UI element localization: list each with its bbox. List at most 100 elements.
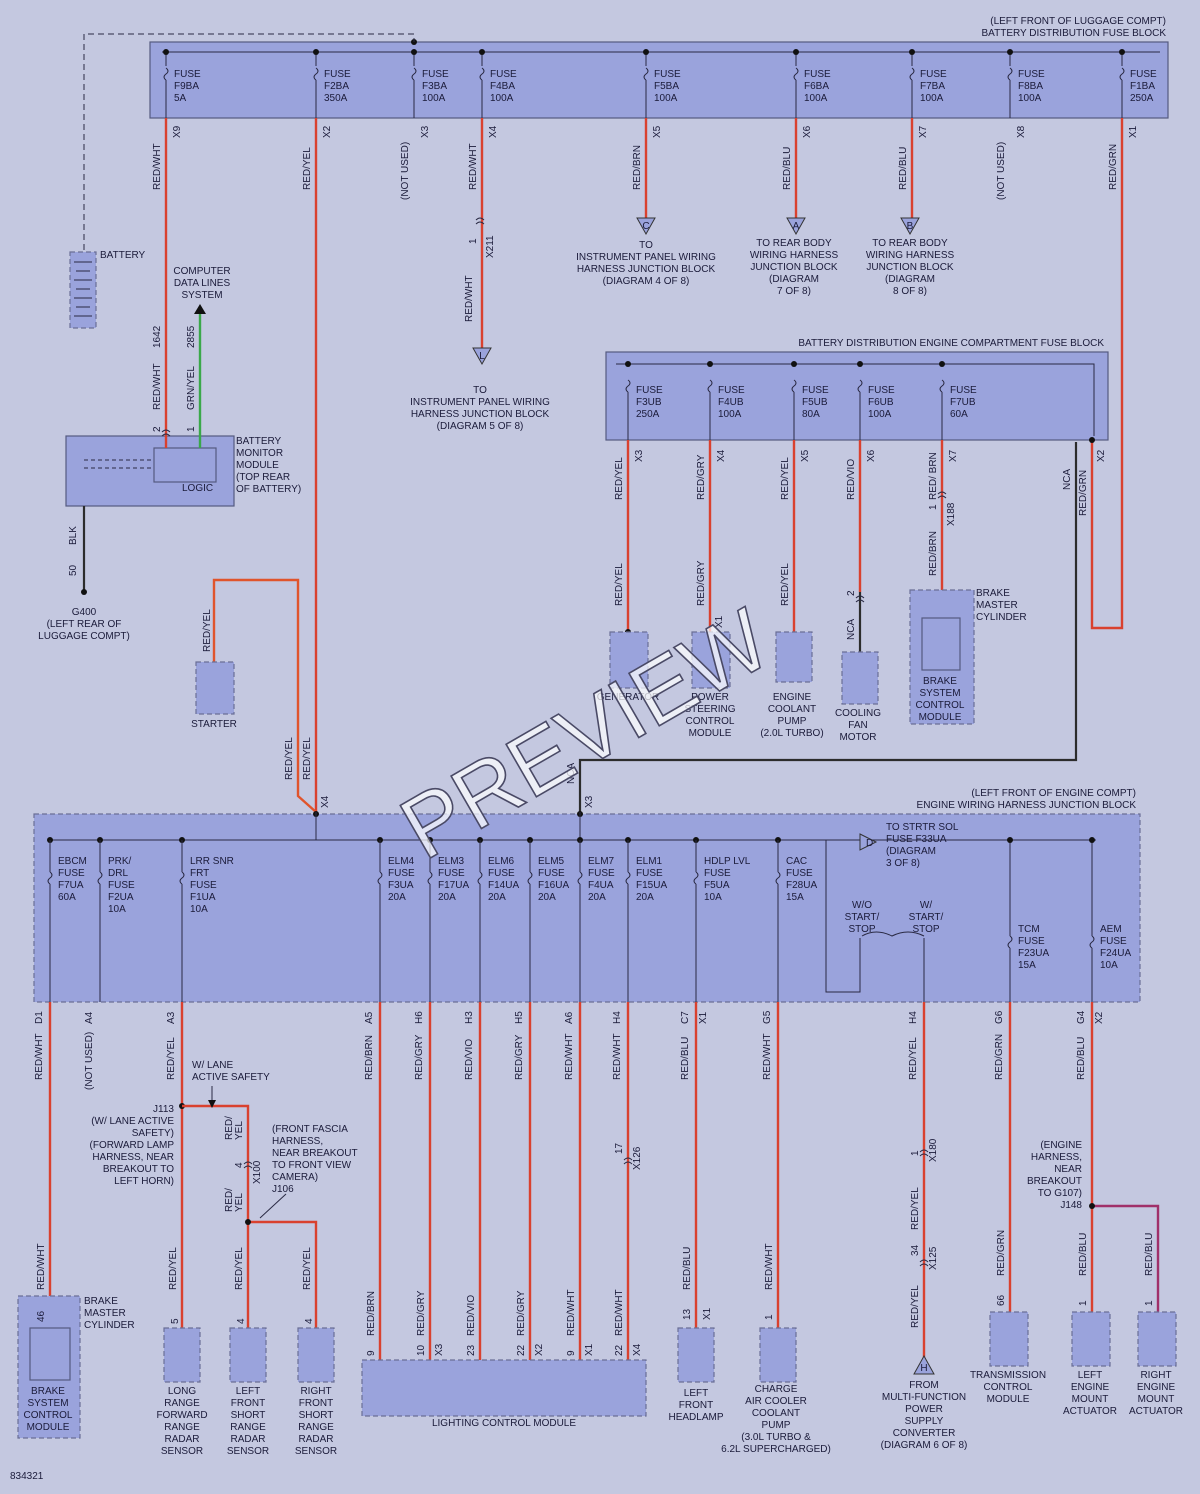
destination-label: (DIAGRAM [885,274,935,285]
lcm-label: LIGHTING CONTROL MODULE [432,1418,576,1429]
cdls-label: SYSTEM [181,290,222,301]
jb-fuse-label: LRR SNR [190,856,234,867]
j106-label: J106 [272,1184,294,1195]
busbar-node [163,49,169,55]
lrr-label: RADAR [164,1434,199,1445]
x211-pin: 1 [468,238,479,244]
wire-color-label: RED/YEL [302,147,313,190]
jb-fuse-label: F24UA [1100,948,1131,959]
cac-label: PUMP [762,1420,791,1431]
generator-label: GENERATOR [597,692,659,703]
bmm-label: BATTERY [236,436,282,447]
brake-cylinder-label: BRAKE [976,588,1010,599]
pin-label: H5 [514,1011,525,1024]
busbar-node [939,361,945,367]
x180-label: X180 [928,1138,939,1162]
x100-label: X100 [252,1160,263,1184]
pin-label: 2 [846,590,857,596]
top-block-title: BATTERY DISTRIBUTION FUSE BLOCK [982,28,1167,39]
wire-color-label: RED/YEL [168,1247,179,1290]
pin-label: X6 [802,125,813,138]
pin-label: 4 [236,1318,247,1324]
wo-start-stop-label: W/O [852,900,872,911]
pin-label: 1 [1078,1300,1089,1306]
jb-fuse-label: 10A [704,892,722,903]
pin-label: H6 [414,1011,425,1024]
jb-fuse-label: F2UA [108,892,134,903]
lane-note: W/ LANE [192,1060,233,1071]
jb-fuse-label: F23UA [1018,948,1049,959]
x125-label: X125 [928,1246,939,1270]
bscm-bottom-label: BRAKE [31,1386,65,1397]
fuse-rating: 80A [802,409,820,420]
bmm-label: OF BATTERY) [236,484,301,495]
wire-color-label: RED/BRN [928,531,939,576]
strtr-label: 3 OF 8) [886,858,920,869]
wire-color-label: RED/YEL [908,1037,919,1080]
fuse-symbol [1007,67,1013,81]
pin-label: X5 [800,449,811,462]
rfs-sensor [297,1327,335,1383]
fuse-rating: 100A [654,93,678,104]
fuse-symbol [411,67,417,81]
brake-cylinder-bottom-label: BRAKE [84,1296,118,1307]
mfpc-label: (DIAGRAM 6 OF 8) [881,1440,968,1451]
destination-label: TO REAR BODY [756,238,832,249]
wire-color-label: NCA [566,763,577,784]
wire-color-label: RED/GRY [696,560,707,606]
fuse-label: F1BA [1130,81,1155,92]
right-engine-mount-actuator [1137,1311,1177,1367]
wire-color-label: RED/BLU [898,147,909,190]
pin-label: 1 [910,1150,921,1156]
wire-color-label: (NOT USED) [996,142,1007,200]
circuit-number: 2855 [186,325,197,348]
fuse-label: FUSE [1130,69,1157,80]
wire-color-label: RED/BLU [1144,1233,1155,1276]
psteer-label: CONTROL [686,716,735,727]
psteer-label: STEERING [684,704,735,715]
fan-label: COOLING [835,708,881,719]
coolant-label: ENGINE [773,692,812,703]
fuse-label: FUSE [490,69,517,80]
jb-fuse-label: F14UA [488,880,519,891]
wire-color-label: RED/GRY [416,1290,427,1336]
fuse-label: F9BA [174,81,199,92]
fuse-rating: 100A [804,93,828,104]
jb-fuse-label: 20A [388,892,406,903]
rfs-label: RIGHT [300,1386,331,1397]
wire-color-label: BLK [68,526,79,545]
mfpc-label: MULTI-FUNCTION [882,1392,966,1403]
jb-fuse-label: F4UA [588,880,614,891]
jb-fuse-label: ELM6 [488,856,515,867]
wire-color-label: (NOT USED) [84,1032,95,1090]
start-stop-brace [861,931,925,937]
wire-color-label: RED/WHT [152,363,163,410]
wire-color-label: RED/BRN [364,1035,375,1080]
x188-connector [937,491,947,499]
x100-connector [243,1161,253,1169]
destination-label: HARNESS JUNCTION BLOCK [411,409,550,420]
jb-fuse-label: 15A [1018,960,1036,971]
fuse-symbol [527,871,533,885]
jb-fuse-label: F1UA [190,892,216,903]
starter-component [195,661,235,715]
engine-coolant-pump [775,631,813,683]
fuse-symbol [479,67,485,81]
jb-fuse-label: ELM1 [636,856,663,867]
destination-label: HARNESS JUNCTION BLOCK [577,264,716,275]
x211-label: X211 [485,235,496,258]
pin-label: G5 [762,1010,773,1024]
jb-fuse-label: 10A [190,904,208,915]
fuse-label: FUSE [718,385,745,396]
fuse-rating: 250A [636,409,660,420]
pin-label: H4 [612,1011,623,1024]
jb-fuse-label: 20A [538,892,556,903]
busbar-node [411,49,417,55]
pin-label: 1 [1144,1300,1155,1306]
strtr-label: (DIAGRAM [886,846,936,857]
j106-label: (FRONT FASCIA [272,1124,348,1135]
fuse-label: FUSE [920,69,947,80]
bscm-label: CONTROL [916,700,965,711]
brake-cylinder-bottom-label: CYLINDER [84,1320,135,1331]
jb-fuse-label: F16UA [538,880,569,891]
